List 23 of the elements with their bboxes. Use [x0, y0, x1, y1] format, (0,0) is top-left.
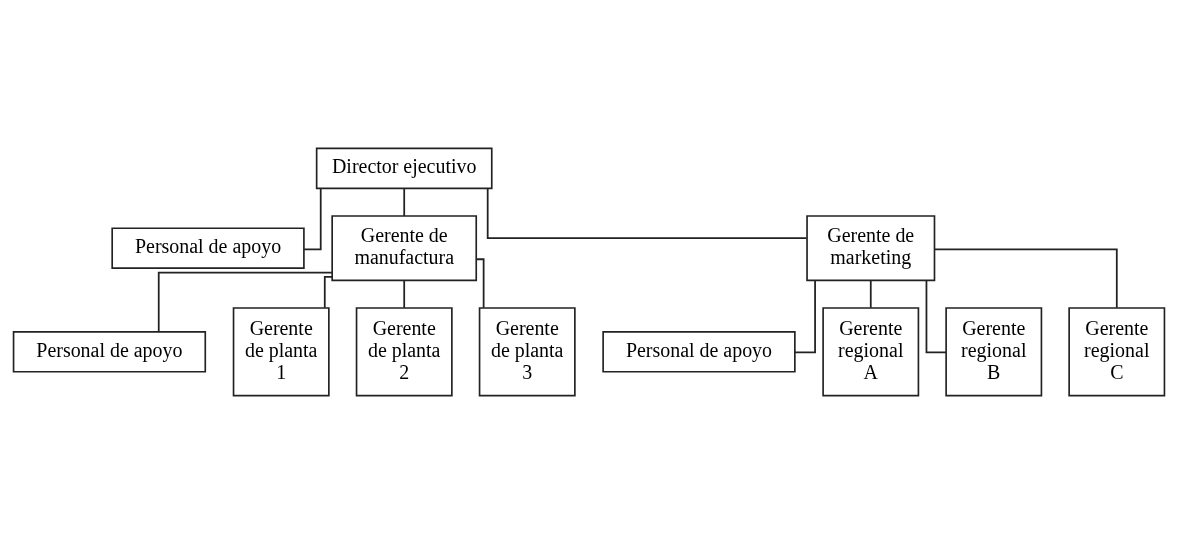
connector — [303, 187, 322, 251]
connector — [933, 248, 1118, 309]
connector — [793, 279, 816, 354]
node-box: Gerente de planta 2 — [355, 307, 453, 397]
connector — [323, 276, 333, 309]
node-box: Gerente regional A — [822, 307, 920, 397]
connector — [475, 258, 485, 309]
node-box: Personal de apoyo — [602, 331, 796, 373]
node-box: Director ejecutivo — [315, 147, 493, 190]
connector — [486, 187, 808, 240]
node-box: Gerente de manufactura — [331, 215, 478, 282]
node-box: Gerente de marketing — [806, 215, 936, 282]
node-box: Personal de apoyo — [12, 331, 207, 373]
connector — [403, 187, 406, 217]
node-box: Gerente de planta 3 — [478, 307, 576, 397]
connector — [157, 271, 333, 333]
node-box: Gerente regional B — [945, 307, 1043, 397]
node-box: Gerente regional C — [1068, 307, 1166, 397]
connector — [403, 279, 406, 309]
node-box: Gerente de planta 1 — [232, 307, 330, 397]
connector — [869, 279, 872, 309]
connector — [925, 279, 947, 354]
node-box: Personal de apoyo — [111, 227, 305, 269]
